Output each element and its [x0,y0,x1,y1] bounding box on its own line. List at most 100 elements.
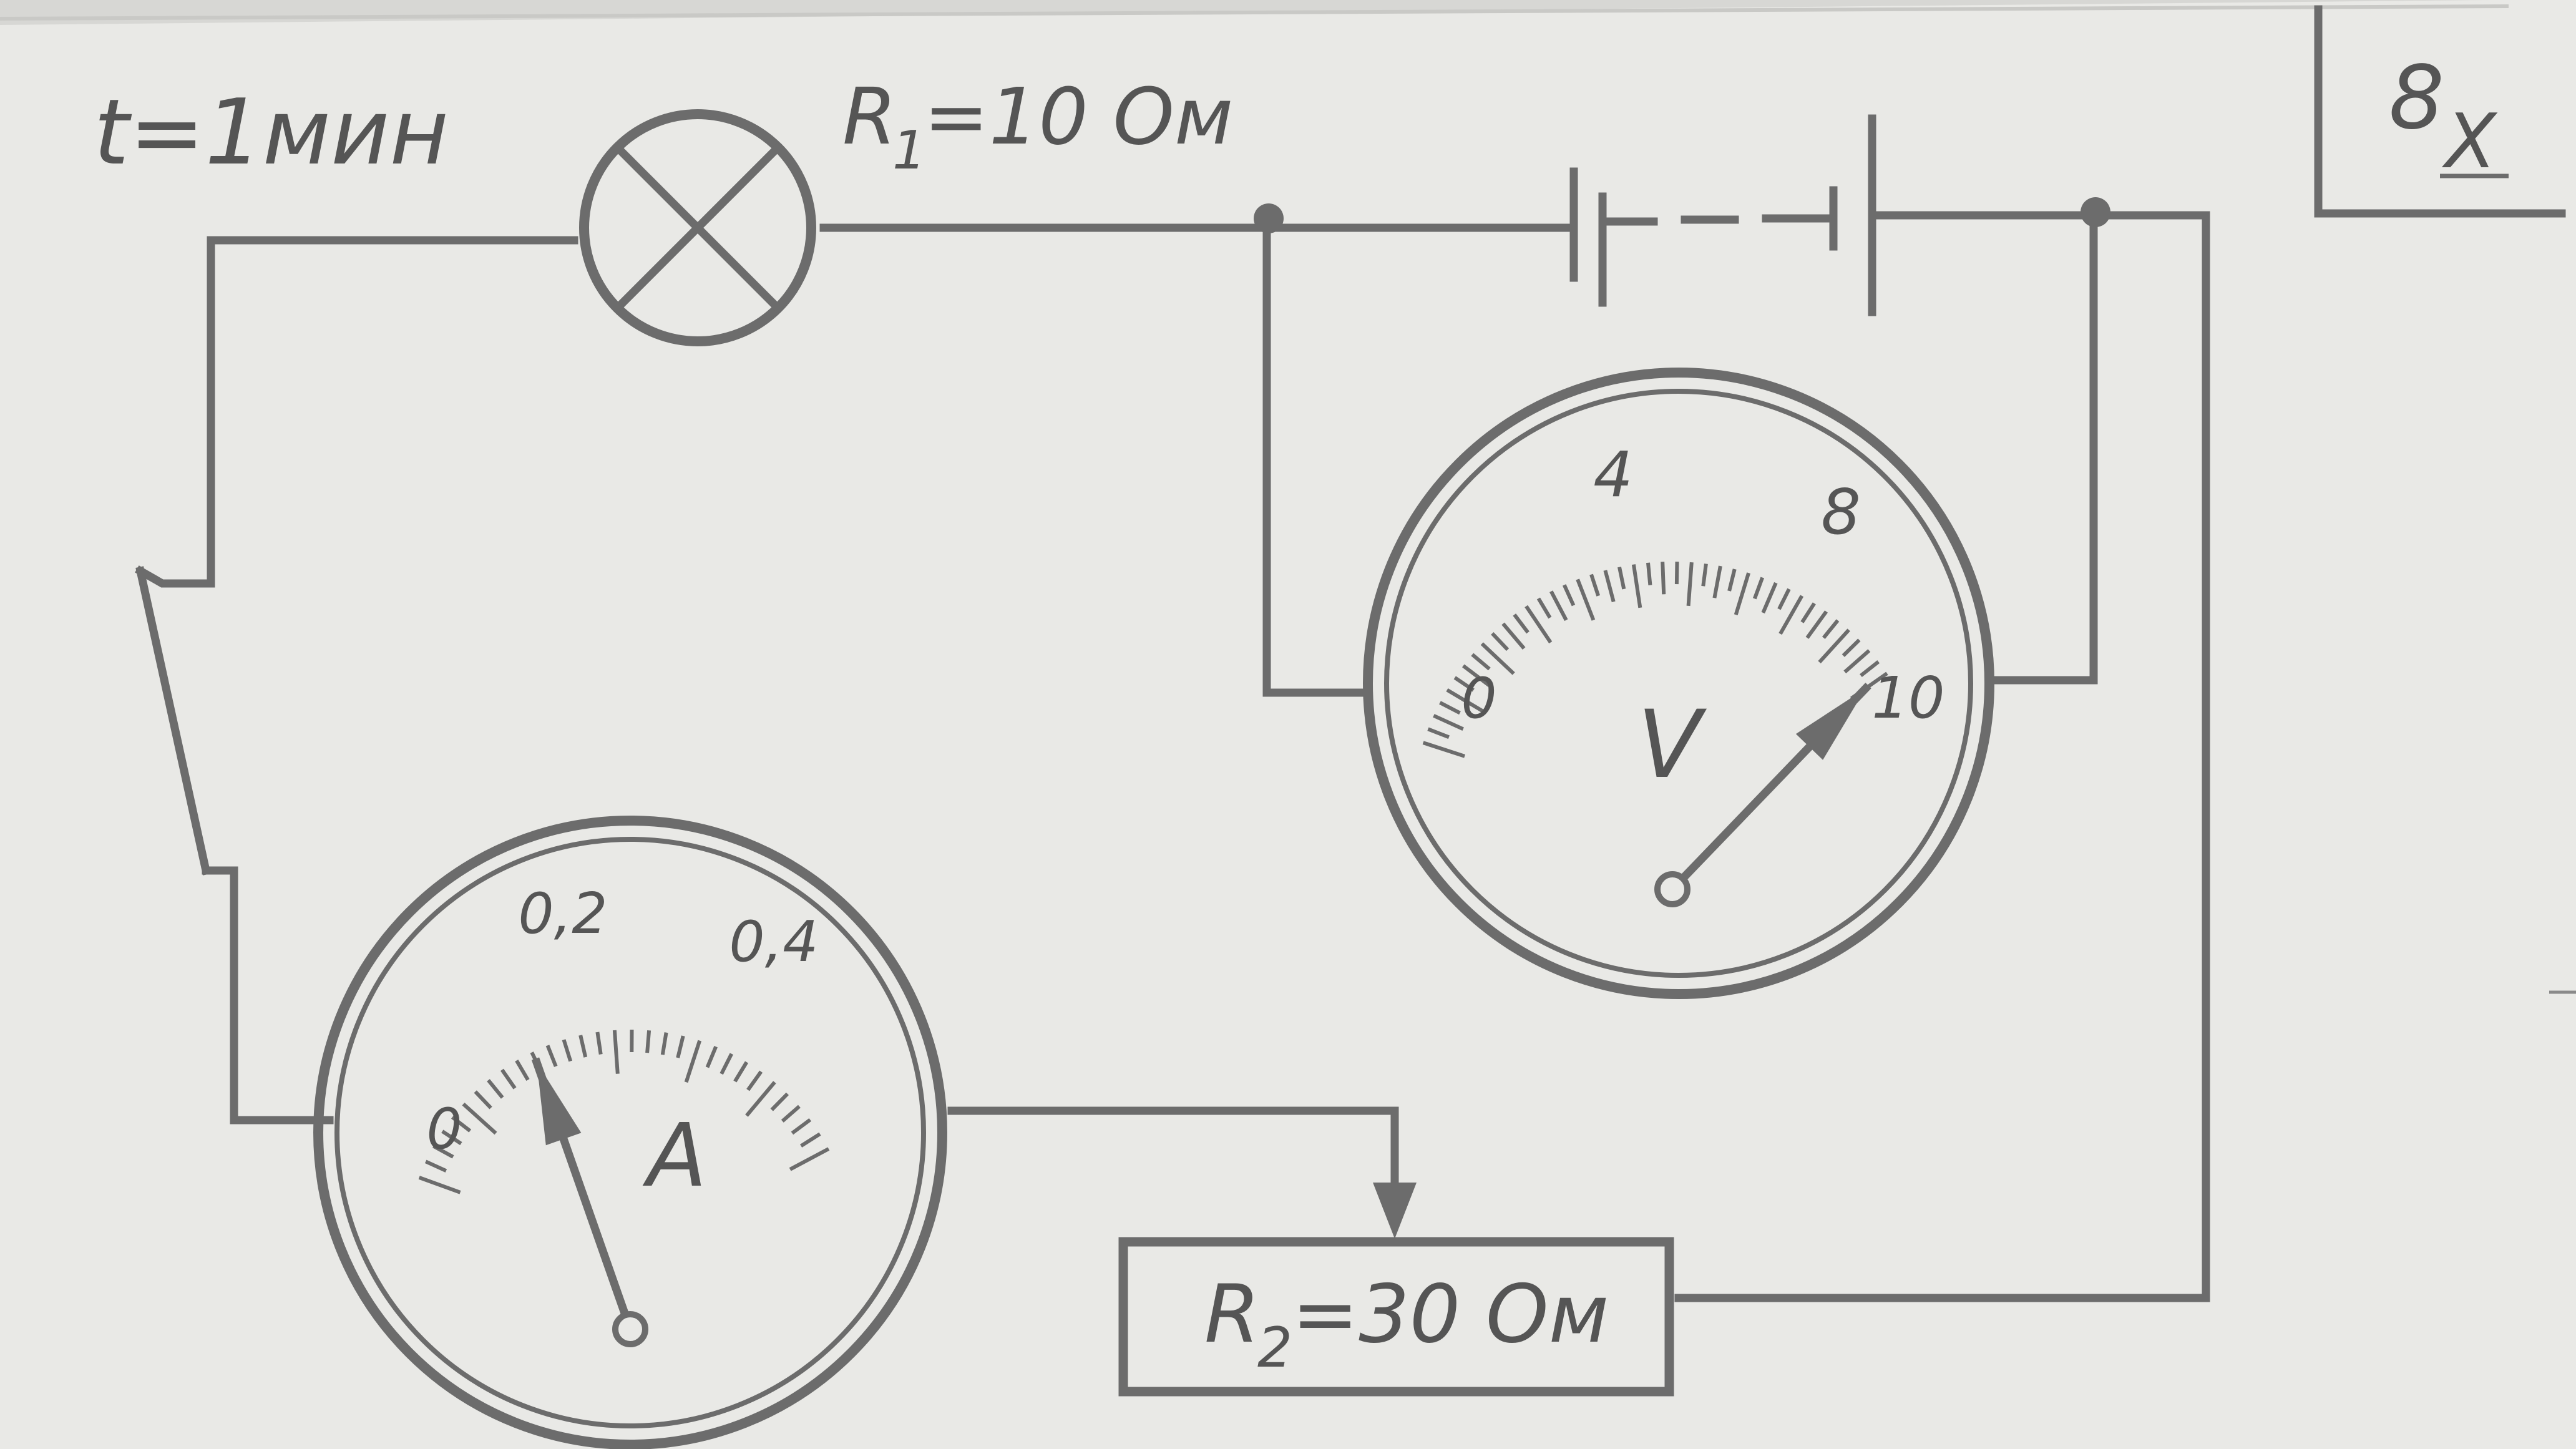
voltmeter-tick-22 [1661,562,1666,595]
voltmeter-tick-37 [1842,638,1861,657]
ammeter-inner-ring [334,837,926,1428]
voltmeter-tick-28 [1734,572,1750,615]
switch [135,565,215,876]
r1-label: R 1 =10 Ом [842,72,1233,182]
ammeter-symbol: A [642,1105,707,1207]
ammeter-tick-6 [474,1090,492,1110]
voltmeter-tick-32 [1778,595,1804,635]
voltmeter-pivot [1654,871,1690,907]
r1-value: =10 Ом [924,72,1233,162]
ammeter-tick-15 [612,1030,620,1074]
voltmeter-needle-arrowhead [1795,688,1866,760]
voltmeter-tick-3 [1439,701,1461,715]
voltmeter-tick-24 [1686,562,1694,607]
lamp-cross-b [612,142,784,314]
ammeter-tick-27 [781,1105,801,1123]
ammeter-scale-label-0-2: 0,2 [518,881,607,947]
paper-top-edge [0,4,2509,21]
voltmeter-scale-label-8: 8 [1821,476,1861,549]
ammeter-tick-25 [745,1081,776,1117]
voltmeter-tick-17 [1589,573,1601,597]
junction-node-left [1254,203,1284,233]
ammeter-tick-21 [705,1046,718,1068]
r2-body [1118,1237,1674,1397]
variant-letter: X [2441,99,2498,185]
ammeter-tick-28 [791,1118,812,1135]
ammeter-scale-label-0: 0 [426,1096,462,1162]
voltmeter-tick-12 [1525,605,1553,644]
r2-subscript: 2 [1257,1315,1292,1380]
voltmeter-scale-label-0: 0 [1461,666,1496,731]
voltmeter-tick-36 [1818,628,1850,664]
voltmeter-scale-label-4: 4 [1593,438,1633,511]
battery [1569,114,1876,316]
ammeter-scale-label-0-4: 0,4 [729,909,818,975]
voltmeter-tick-1 [1427,727,1450,739]
ammeter-tick-1 [424,1159,447,1173]
voltmeter-tick-15 [1562,584,1576,607]
ammeter-tick-20 [684,1040,702,1083]
voltmeter-tick-21 [1646,562,1652,585]
voltmeter-inner-ring [1384,389,1973,978]
ammeter-tick-7 [487,1079,504,1099]
time-label: t=1мин [94,80,449,185]
ammeter-tick-9 [515,1059,530,1081]
voltmeter-tick-31 [1777,588,1791,610]
voltmeter-symbol: V [1637,691,1707,799]
variant-box: 8 X [2314,5,2566,218]
slider-arrowhead [1373,1183,1417,1239]
voltmeter-tick-30 [1761,582,1778,614]
voltmeter-scale-label-10: 10 [1871,665,1944,731]
wire-node-left-to-voltmeter [1262,223,1371,697]
voltmeter-tick-11 [1513,613,1530,634]
voltmeter-tick-14 [1549,590,1568,622]
lamp [579,109,816,346]
ammeter-tick-4 [451,1115,472,1133]
wires [202,211,2210,1302]
voltmeter-tick-39 [1860,660,1880,678]
ammeter-tick-24 [746,1070,763,1091]
voltmeter-tick-13 [1536,597,1552,619]
r2-value: =30 Ом [1292,1268,1609,1361]
switch-top-terminal [135,565,215,588]
ammeter-tick-26 [770,1092,789,1111]
voltmeter-scale-ticks [1422,562,1888,758]
voltmeter-tick-19 [1617,567,1626,590]
ammeter-tick-8 [500,1068,517,1090]
switch-blade [135,566,211,876]
voltmeter-tick-35 [1822,619,1840,639]
ammeter-tick-30 [789,1147,830,1171]
wire-ammeter-to-slider [947,1106,1399,1199]
ammeter-tick-22 [720,1053,733,1075]
voltmeter-tick-16 [1576,578,1596,621]
r2-letter: R [1204,1268,1260,1361]
ammeter-needle-arrowhead [537,1062,582,1146]
voltmeter-tick-29 [1752,577,1765,600]
voltmeter-tick-9 [1491,632,1510,651]
ammeter-tick-0 [418,1176,461,1194]
ammeter-tick-23 [733,1061,749,1083]
junction-node-right [2081,197,2110,227]
ammeter-tick-13 [578,1035,588,1058]
variant-number: 8 [2389,47,2444,149]
voltmeter: 0 4 8 10 V [1363,368,1994,999]
ammeter-outer-ring [313,816,947,1449]
ammeter-tick-11 [545,1045,558,1067]
ammeter-tick-5 [462,1102,497,1135]
voltmeter-tick-27 [1727,568,1737,592]
ammeter-pivot [612,1311,648,1347]
ammeter: 0 0,2 0,4 A [313,816,947,1449]
ammeter-tick-17 [645,1030,651,1053]
voltmeter-tick-2 [1433,714,1464,731]
wire-switch-to-ammeter [202,866,334,1125]
voltmeter-tick-25 [1701,564,1708,587]
ammeter-tick-3 [441,1129,462,1146]
wire-node-right-to-corner [1674,211,2210,1302]
wire-voltmeter-to-node-right [1989,211,2098,685]
r2-resistor: R 2 =30 Ом [1118,1237,1674,1397]
ammeter-tick-19 [676,1035,685,1058]
voltmeter-tick-8 [1480,642,1515,675]
